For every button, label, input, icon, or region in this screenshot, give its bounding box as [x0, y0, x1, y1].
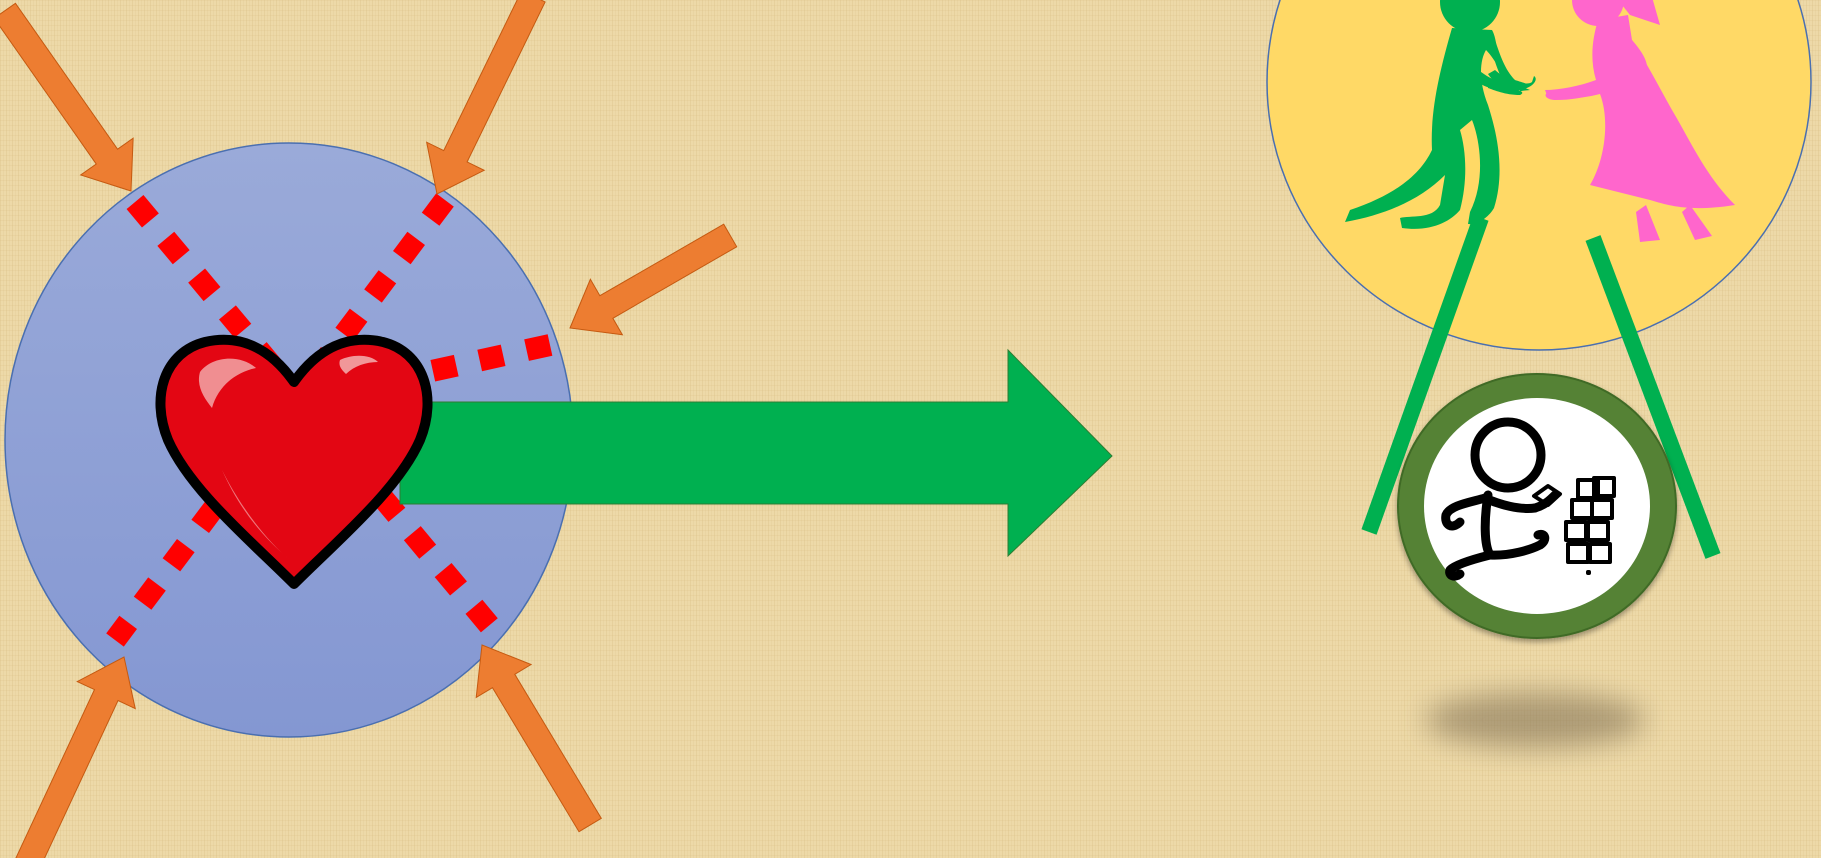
right-group	[1266, 0, 1812, 748]
inward-arrow	[425, 0, 546, 195]
inward-arrow	[475, 644, 602, 833]
left-group	[0, 0, 1113, 858]
support-line-right	[1585, 235, 1721, 559]
inward-arrow	[569, 223, 738, 336]
man-arm	[1465, 60, 1520, 92]
child-playing-with-blocks-icon	[1441, 417, 1616, 581]
main-green-arrow	[399, 348, 1113, 558]
support-lines	[1361, 215, 1721, 559]
inward-arrow	[0, 2, 134, 192]
top-yellow-circle	[1266, 0, 1812, 351]
girl-arm	[1545, 86, 1600, 100]
girl-in-dress-icon	[1545, 0, 1735, 242]
support-line-left	[1361, 215, 1489, 535]
soft-shadow	[1425, 692, 1645, 748]
heart-icon	[155, 334, 433, 589]
inward-arrows	[0, 0, 738, 858]
inward-arrow	[10, 656, 136, 858]
